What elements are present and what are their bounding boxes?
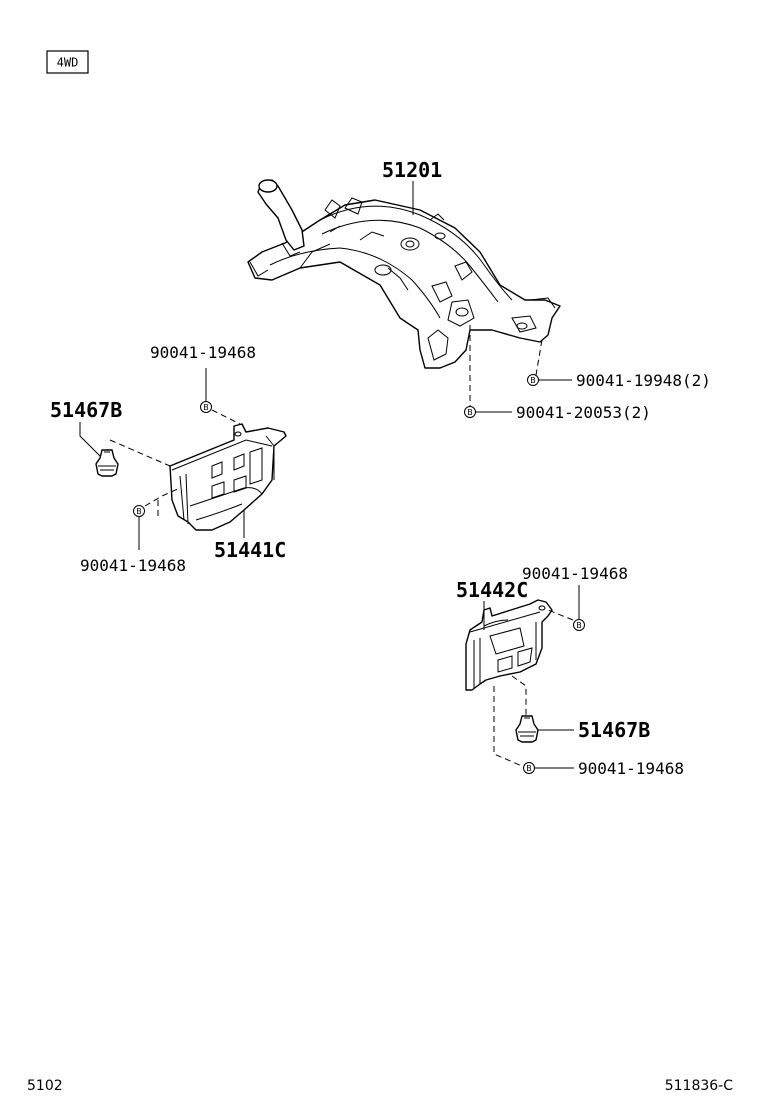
footer-left-code: 5102 — [27, 1078, 63, 1094]
svg-text:B: B — [203, 403, 209, 412]
bolt-icon: B — [523, 762, 535, 774]
label-bolt-left-bottom: 90041-19468 — [80, 556, 186, 575]
bolt-icon: B — [527, 374, 539, 386]
label-bolt-20053: 90041-20053(2) — [516, 403, 651, 422]
cover-51441c — [169, 423, 287, 531]
label-bolt-right-bottom: 90041-19468 — [578, 759, 684, 778]
stud-left — [95, 449, 119, 477]
svg-text:B: B — [136, 507, 142, 516]
svg-text:B: B — [526, 764, 532, 773]
svg-text:B: B — [576, 621, 582, 630]
label-crossmember: 51201 — [382, 158, 442, 182]
bolt-icon: B — [573, 619, 585, 631]
variant-tag-text: 4WD — [57, 56, 79, 70]
label-cover-left: 51441C — [214, 538, 286, 562]
stud-right — [515, 715, 539, 743]
svg-text:B: B — [467, 408, 473, 417]
dash-bolt-19948 — [535, 339, 543, 376]
label-cover-right: 51442C — [456, 578, 528, 602]
cover-51442c — [465, 599, 553, 691]
label-stud-right: 51467B — [578, 718, 650, 742]
crossmember-51201 — [247, 179, 561, 369]
bolt-icon: B — [200, 401, 212, 413]
footer-right-code: 511836-C — [665, 1078, 733, 1094]
bolt-icon: B — [133, 505, 145, 517]
label-bolt-right-top: 90041-19468 — [522, 564, 628, 583]
variant-tag: 4WD — [46, 50, 89, 74]
label-bolt-19948: 90041-19948(2) — [576, 371, 711, 390]
bolt-icon: B — [464, 406, 476, 418]
svg-text:B: B — [530, 376, 536, 385]
label-stud-left: 51467B — [50, 398, 122, 422]
label-bolt-left-top: 90041-19468 — [150, 343, 256, 362]
